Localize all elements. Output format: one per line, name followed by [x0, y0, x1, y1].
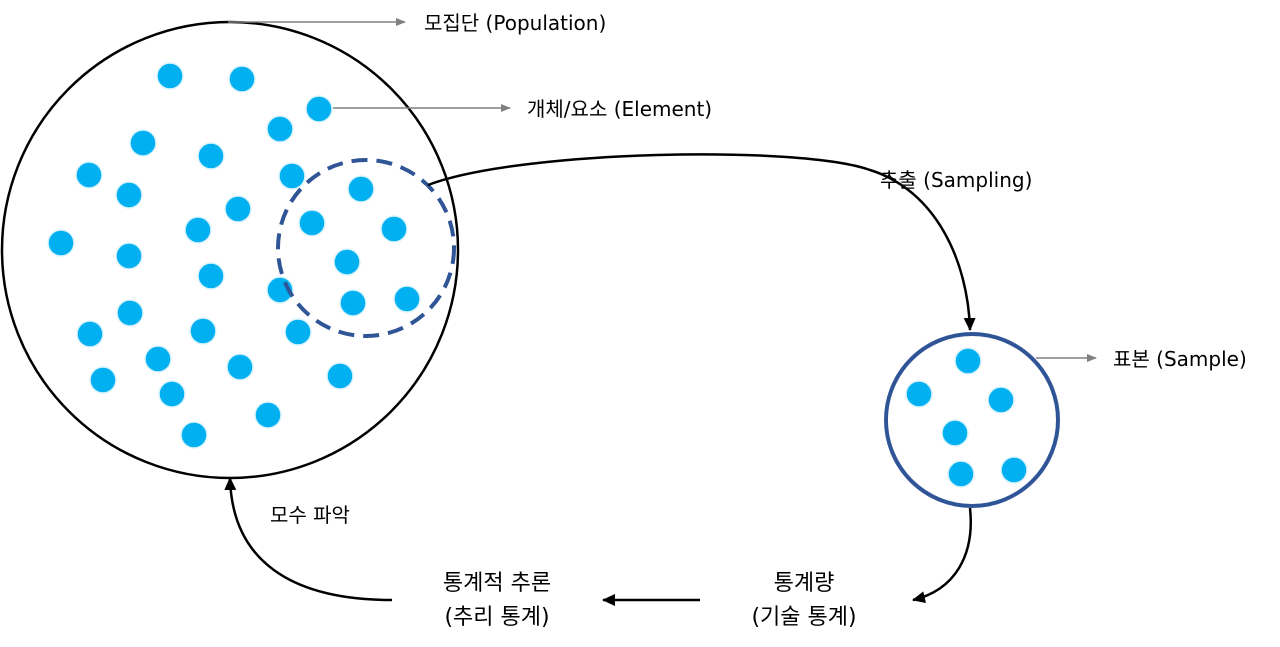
sampling-flow-arrow — [427, 153, 976, 331]
sample-label: 표본 (Sample) — [1113, 347, 1247, 371]
population-elements — [47, 62, 421, 449]
population-label: 모집단 (Population) — [424, 11, 606, 35]
sampling-region-dashed-circle — [276, 158, 456, 338]
element-dot — [75, 161, 103, 189]
element-dot — [115, 181, 143, 209]
element-dot — [278, 162, 306, 190]
element-dot — [156, 62, 184, 90]
element-dot — [47, 229, 75, 257]
element-dot — [333, 248, 361, 276]
element-dot — [266, 115, 294, 143]
element-dot — [228, 65, 256, 93]
sample-dot — [954, 347, 982, 375]
element-label: 개체/요소 (Element) — [527, 97, 712, 121]
sample-dot — [987, 386, 1015, 414]
element-dot — [180, 421, 208, 449]
element-dot — [158, 380, 186, 408]
inference-label-line2: (추리 통계) — [444, 605, 549, 630]
element-dot — [347, 175, 375, 203]
element-dot — [197, 262, 225, 290]
element-dot — [226, 353, 254, 381]
statistic-flow-arrow — [912, 507, 972, 604]
element-dot — [305, 95, 333, 123]
element-dot — [339, 289, 367, 317]
element-dot — [189, 317, 217, 345]
sampling-label: 추출 (Sampling) — [880, 168, 1032, 192]
parameter-flow-arrow — [224, 477, 393, 602]
element-dot — [184, 216, 212, 244]
sample-dot — [905, 380, 933, 408]
element-dot — [129, 129, 157, 157]
inference-label-line1: 통계적 추론 — [443, 571, 551, 596]
sample-elements — [905, 347, 1028, 488]
element-dot — [197, 142, 225, 170]
sample-dot — [1000, 456, 1028, 484]
element-dot — [116, 299, 144, 327]
element-dot — [89, 366, 117, 394]
element-dot — [144, 345, 172, 373]
sample-dot — [947, 460, 975, 488]
element-dot — [224, 195, 252, 223]
element-dot — [393, 285, 421, 313]
statistic-label-line2: (기술 통계) — [751, 605, 856, 630]
sample-dot — [941, 419, 969, 447]
element-dot — [115, 242, 143, 270]
statistic-label-line1: 통계량 — [774, 571, 835, 596]
element-dot — [76, 320, 104, 348]
element-dot — [380, 215, 408, 243]
sample-circle — [884, 332, 1060, 508]
element-dot — [326, 362, 354, 390]
element-dot — [298, 209, 326, 237]
parameter-label: 모수 파악 — [270, 503, 350, 527]
element-dot — [254, 401, 282, 429]
element-dot — [284, 318, 312, 346]
